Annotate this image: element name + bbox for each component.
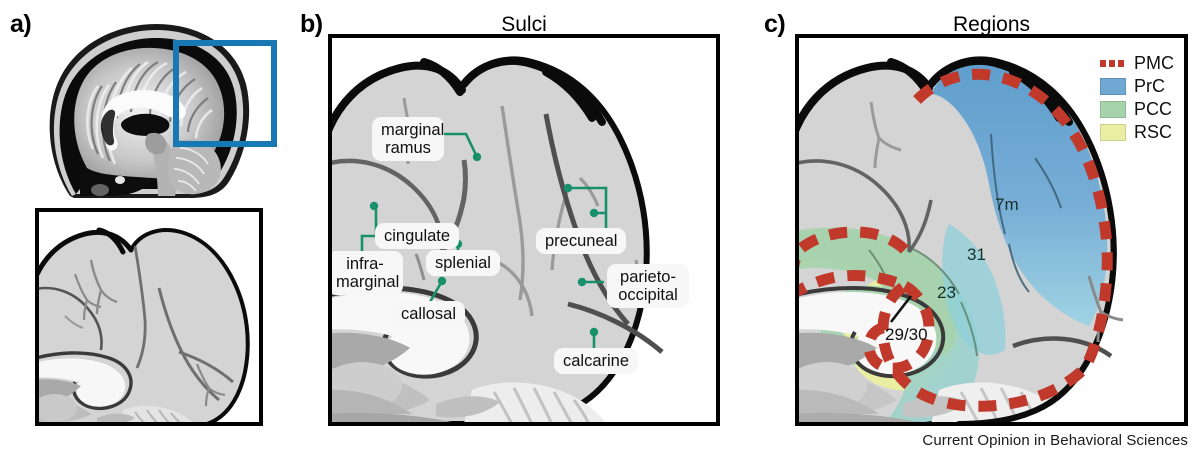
- legend-swatch-prc-icon: [1100, 77, 1126, 95]
- legend-label-prc: PrC: [1134, 76, 1165, 96]
- panel-b-title: Sulci: [501, 13, 547, 36]
- sulci-label-callosal: callosal: [392, 301, 466, 327]
- legend-swatch-pmc-dashed-icon: [1100, 59, 1126, 67]
- legend-label-rsc: RSC: [1134, 122, 1173, 142]
- legend-label-pcc: PCC: [1134, 99, 1173, 119]
- legend-swatch-pcc-icon: [1100, 100, 1126, 118]
- legend-item-pmc[interactable]: PMC: [1100, 52, 1174, 74]
- sulci-connector-lines: [360, 132, 608, 356]
- panel-a-letter: a): [10, 10, 32, 38]
- sagittal-mri-brain-icon: [49, 24, 250, 198]
- journal-credit: Current Opinion in Behavioral Sciences: [922, 432, 1188, 449]
- region-label-23: 23: [937, 283, 956, 302]
- legend-item-prc[interactable]: PrC: [1100, 75, 1174, 97]
- sulci-label-parieto-occipital: parieto- occipital: [607, 264, 689, 308]
- sulci-label-splenial: splenial: [426, 250, 500, 276]
- legend-swatch-rsc-icon: [1100, 123, 1126, 141]
- sulci-label-marginal-ramus: marginal ramus: [372, 117, 444, 161]
- panel-c-letter: c): [764, 10, 786, 38]
- sulci-label-cingulate: cingulate: [375, 223, 460, 249]
- legend-item-pcc[interactable]: PCC: [1100, 98, 1174, 120]
- panel-c-regions-box: 7m 31 23 29/30 PMC PrC PCC RSC: [795, 34, 1188, 426]
- legend-label-pmc: PMC: [1134, 53, 1174, 73]
- panel-c-title: Regions: [952, 13, 1031, 36]
- region-label-29-30: 29/30: [885, 325, 928, 344]
- panel-b-letter: b): [300, 10, 323, 38]
- region-label-7m: 7m: [995, 195, 1019, 214]
- panel-b-sulci-box: marginal ramus cingulate precuneal infra…: [328, 34, 720, 426]
- brain-schematic-regions: [799, 56, 1124, 422]
- regions-legend: PMC PrC PCC RSC: [1100, 52, 1174, 143]
- panel-a-mri-image: [40, 18, 277, 198]
- panel-a-schematic-box: [35, 208, 263, 426]
- brain-schematic-plain: [39, 227, 250, 422]
- sulci-label-calcarine: calcarine: [554, 348, 639, 374]
- legend-item-rsc[interactable]: RSC: [1100, 121, 1174, 143]
- sulci-label-infra-marginal: infra- marginal: [332, 251, 403, 295]
- region-label-31: 31: [967, 245, 986, 264]
- sulci-label-precuneal: precuneal: [536, 228, 627, 254]
